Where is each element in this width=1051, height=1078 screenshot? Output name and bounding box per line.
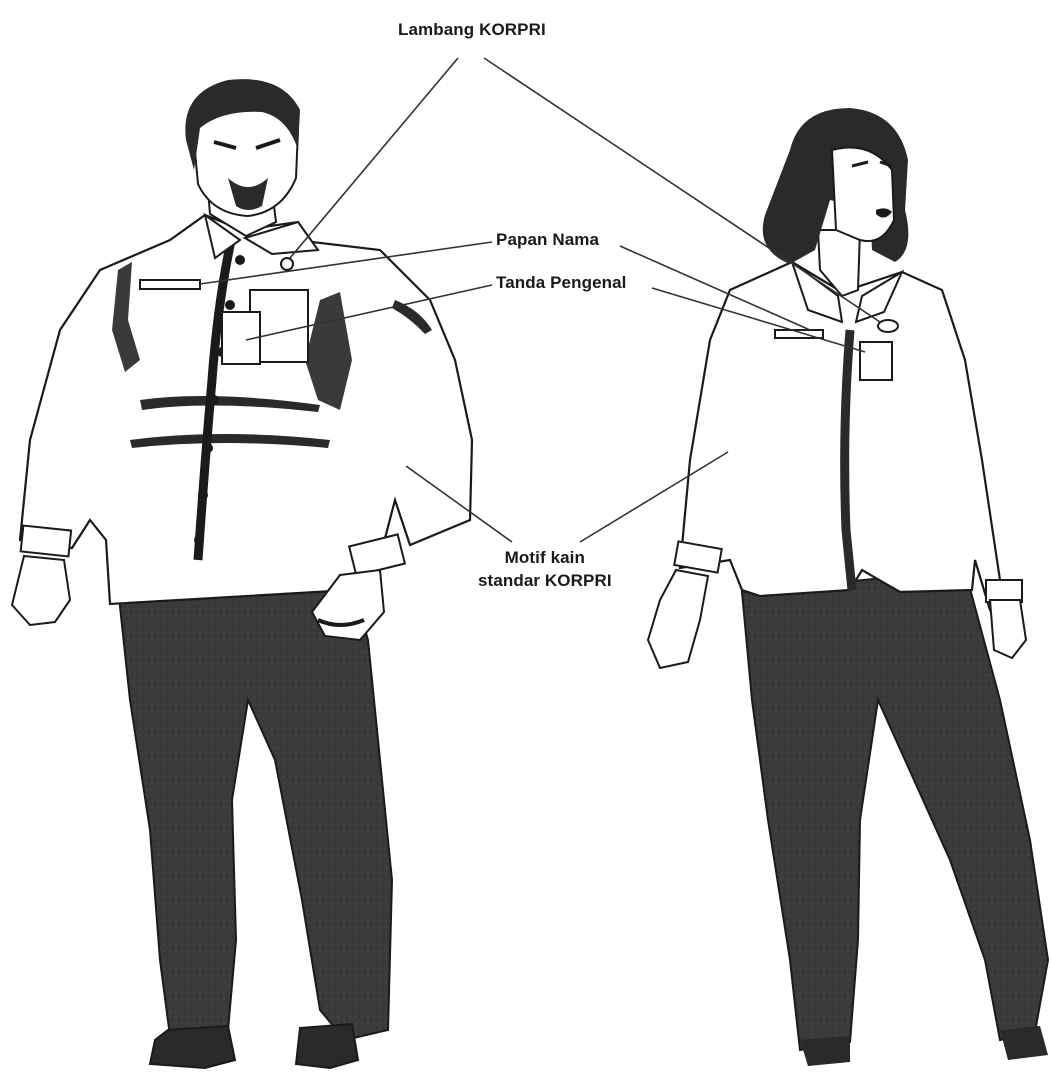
female-right-shoe [1000, 1026, 1048, 1060]
female-right-hand [990, 600, 1026, 658]
label-motif-line1: Motif kain [478, 546, 612, 569]
male-name-plate [140, 280, 200, 289]
male-korpri-emblem [281, 258, 293, 270]
male-shirt [20, 215, 472, 604]
male-trousers [118, 584, 392, 1040]
callout-lambang-male [290, 58, 458, 258]
label-tanda-pengenal: Tanda Pengenal [496, 273, 627, 293]
label-lambang-korpri: Lambang KORPRI [398, 20, 546, 40]
label-motif-kain: Motif kain standar KORPRI [478, 546, 612, 592]
male-left-shoe [150, 1026, 235, 1068]
female-id-card [860, 342, 892, 380]
male-right-shoe [296, 1024, 358, 1068]
female-left-hand [648, 570, 708, 668]
male-left-cuff [21, 526, 71, 557]
male-left-hand [12, 556, 70, 625]
label-papan-nama: Papan Nama [496, 230, 599, 250]
female-right-cuff [986, 580, 1022, 602]
female-face [832, 148, 894, 242]
female-figure [648, 108, 1048, 1066]
female-left-shoe [800, 1036, 850, 1066]
label-motif-line2: standar KORPRI [478, 569, 612, 592]
male-figure [12, 79, 472, 1068]
female-korpri-emblem [878, 320, 898, 332]
